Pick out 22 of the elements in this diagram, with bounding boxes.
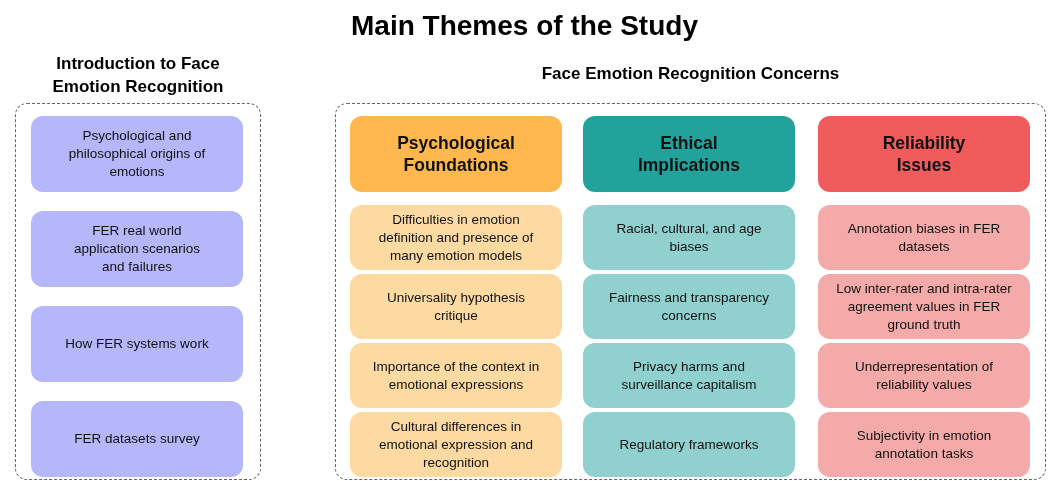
category-header: Reliability Issues bbox=[818, 116, 1030, 192]
topic-box: Regulatory frameworks bbox=[583, 412, 795, 477]
topic-box: Subjectivity in emotion annotation tasks bbox=[818, 412, 1030, 477]
topic-box: Cultural differences in emotional expression and recognition bbox=[350, 412, 562, 477]
category-header: Psychological Foundations bbox=[350, 116, 562, 192]
section-heading: Face Emotion Recognition Concerns bbox=[540, 63, 841, 85]
topic-box: Psychological and philosophical origins of emotions bbox=[31, 116, 243, 192]
topic-box: Racial, cultural, and age biases bbox=[583, 205, 795, 270]
topic-box: FER real world application scenarios and failures bbox=[31, 211, 243, 287]
topic-box: Difficulties in emotion definition and presence of many emotion models bbox=[350, 205, 562, 270]
section-heading: Introduction to Face Emotion Recognition bbox=[51, 53, 225, 98]
topic-box: Privacy harms and surveillance capitalism bbox=[583, 343, 795, 408]
topic-box: Universality hypothesis critique bbox=[350, 274, 562, 339]
topic-box: Importance of the context in emotional expressions bbox=[350, 343, 562, 408]
topic-box: Annotation biases in FER datasets bbox=[818, 205, 1030, 270]
diagram-title: Main Themes of the Study bbox=[350, 10, 699, 42]
category-header: Ethical Implications bbox=[583, 116, 795, 192]
topic-box: Low inter-rater and intra-rater agreement values in FER ground truth bbox=[818, 274, 1030, 339]
topic-box: Underrepresentation of reliability values bbox=[818, 343, 1030, 408]
topic-box: How FER systems work bbox=[31, 306, 243, 382]
topic-box: Fairness and transparency concerns bbox=[583, 274, 795, 339]
topic-box: FER datasets survey bbox=[31, 401, 243, 477]
